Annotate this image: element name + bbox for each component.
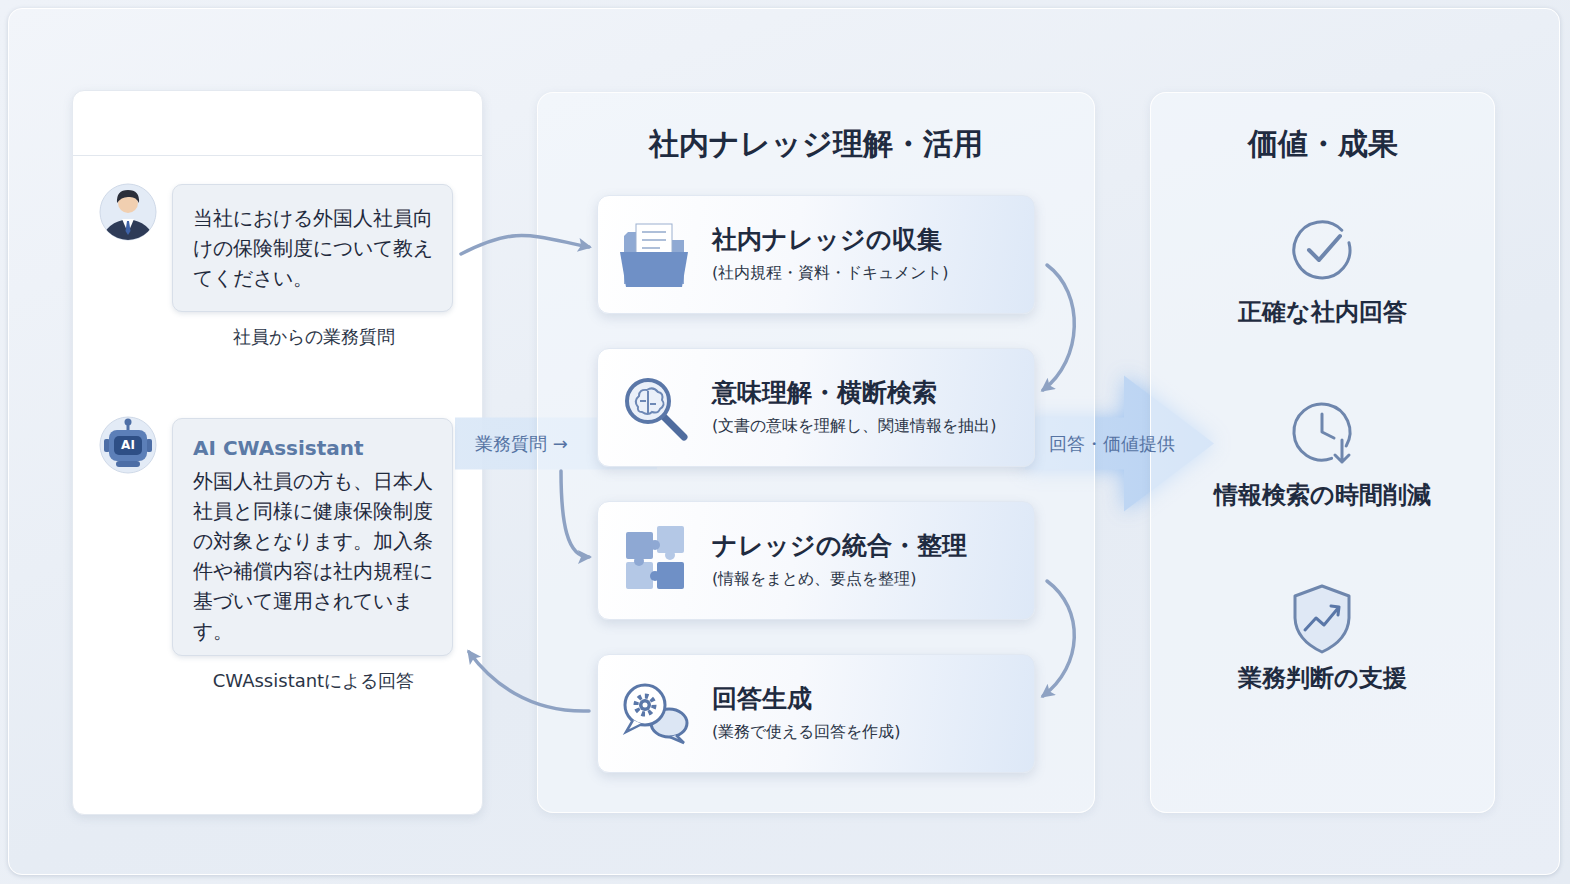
gear-body <box>639 699 651 711</box>
process-panel: 社内ナレッジ理解・活用社内ナレッジの収集(社内規程・資料・ドキュメント) 意味理解… <box>537 92 1095 813</box>
robot-body <box>116 461 140 467</box>
trend-line <box>1305 606 1339 630</box>
avatar-tie <box>126 221 131 235</box>
puzzle-piece <box>657 526 684 553</box>
avatar-person <box>102 190 154 240</box>
card-subtitle: (文書の意味を理解し、関連情報を抽出) <box>712 413 996 439</box>
card-title: 回答生成 <box>712 681 812 717</box>
card-subtitle: (情報をまとめ、要点を整理) <box>712 566 916 592</box>
folder-front <box>620 252 688 287</box>
panel-header-line <box>73 155 482 156</box>
puzzle-piece <box>626 562 653 589</box>
puzzle-piece <box>626 532 653 559</box>
puzzle-knob <box>650 571 660 581</box>
value-label: 情報検索の時間削減 <box>1172 479 1472 511</box>
process-card: ナレッジの統合・整理(情報をまとめ、要点を整理) <box>597 501 1035 620</box>
puzzle-knob <box>634 556 644 566</box>
bubble-caption: 社員からの業務質問 <box>153 324 474 350</box>
card-subtitle: (社内規程・資料・ドキュメント) <box>712 260 948 286</box>
puzzle-piece <box>657 562 684 589</box>
question-text: 当社における外国人社員向けの保険制度について教えてください。 <box>193 203 437 293</box>
puzzle-knob <box>665 550 675 560</box>
avatar-circle <box>100 417 156 473</box>
value-label: 業務判断の支援 <box>1172 662 1472 694</box>
avatar-hair <box>117 190 139 203</box>
card-subtitle: (業務で使える回答を作成) <box>712 719 900 745</box>
panel-title: 価値・成果 <box>1151 124 1494 164</box>
card-title: 意味理解・横断検索 <box>712 375 937 411</box>
question-bubble: 当社における外国人社員向けの保険制度について教えてください。社員からの業務質問 <box>172 184 453 312</box>
paper-lines <box>642 232 666 248</box>
chat-bubble-front <box>625 685 665 725</box>
edge-label: 業務質問 → <box>475 431 568 457</box>
panel-title: 社内ナレッジ理解・活用 <box>538 124 1094 164</box>
value-panel: 価値・成果 <box>1150 92 1495 813</box>
brain <box>636 388 664 414</box>
robot-head <box>109 430 147 461</box>
gear-teeth <box>636 696 654 714</box>
user-avatar <box>100 184 156 240</box>
gear-hole <box>643 703 648 708</box>
robot-label: AI <box>108 437 148 453</box>
puzzle-knob <box>650 540 660 550</box>
answer-bubble: AI CWAssistant外国人社員の方も、日本人社員と同様に健康保険制度の対… <box>172 418 453 656</box>
value-label: 正確な社内回答 <box>1172 296 1472 328</box>
avatar-circle <box>100 184 156 240</box>
robot-antenna-tip <box>125 419 132 426</box>
avatar-suit <box>102 219 154 240</box>
lens <box>627 380 669 422</box>
bubble-caption: CWAssistantによる回答 <box>153 668 474 694</box>
card-title: ナレッジの統合・整理 <box>712 528 967 564</box>
card-title: 社内ナレッジの収集 <box>712 222 942 258</box>
answer-text: 外国人社員の方も、日本人社員と同様に健康保険制度の対象となります。加入条件や補償… <box>193 466 437 646</box>
edge-label: 回答・価値提供 <box>1049 431 1175 457</box>
assistant-name: AI CWAssistant <box>193 433 364 463</box>
robot-avatar <box>100 417 156 473</box>
